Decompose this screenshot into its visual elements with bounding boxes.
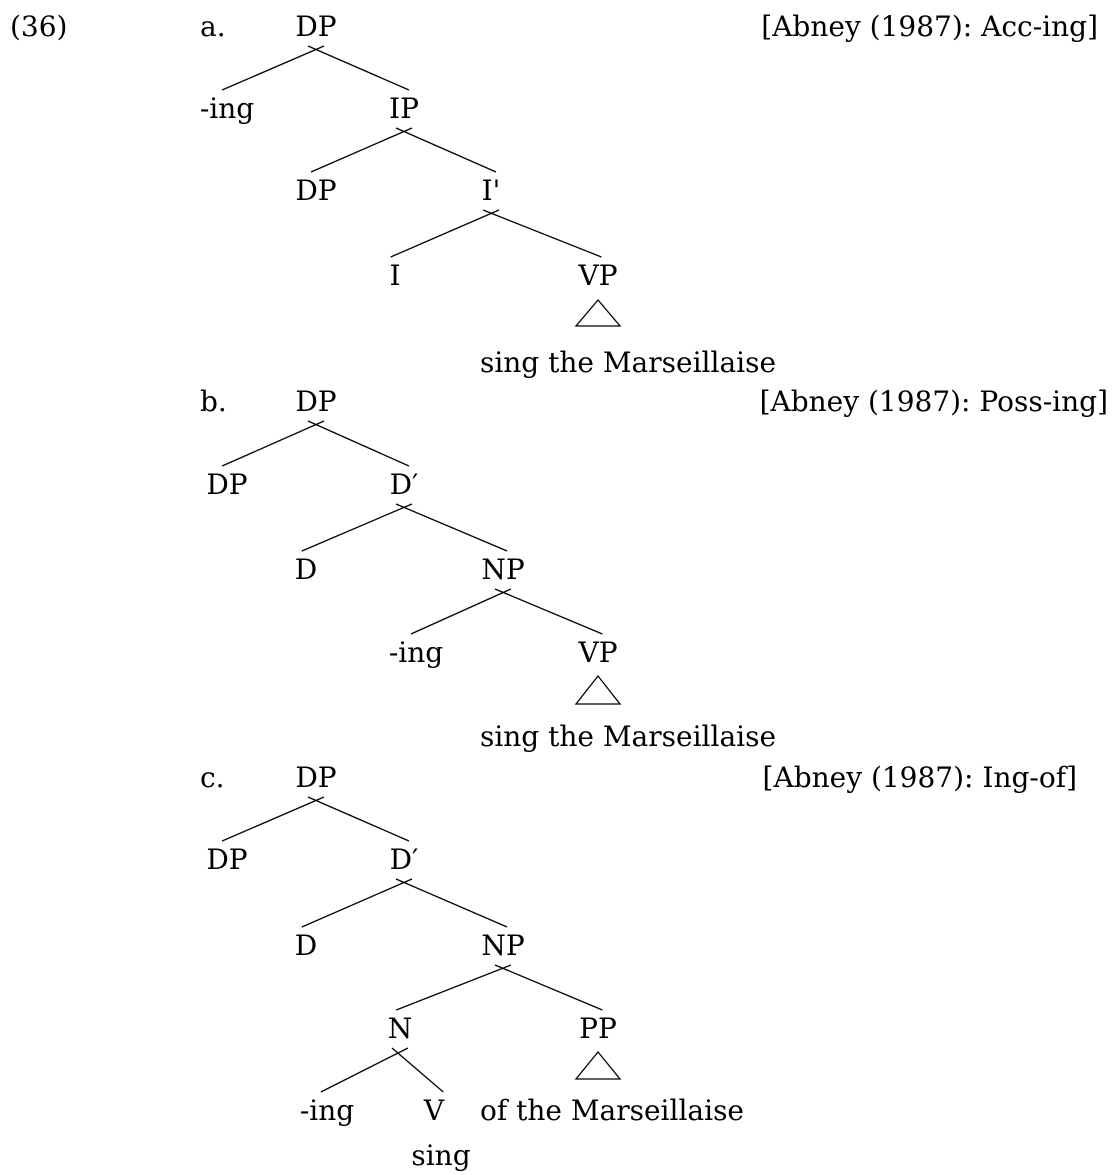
edge-ibar-i — [390, 209, 500, 258]
tree-a: a. [Abney (1987): Acc-ing] DP -ing IP DP I' I VP… — [200, 10, 1098, 379]
edge-n-v — [391, 1047, 444, 1093]
tree-node-np: NP — [481, 553, 524, 586]
edge-np-pp — [494, 964, 603, 1011]
edge-dbar-d — [301, 878, 413, 928]
edge-dp-dbar — [307, 420, 410, 467]
edge-dp-dbar — [307, 796, 410, 842]
edge-dbar-np — [395, 878, 508, 928]
tree-node-d: D — [295, 929, 317, 962]
edge-np-vp — [494, 588, 603, 635]
edge-dp-dp2 — [221, 796, 325, 842]
tree-node-vp: VP — [577, 259, 617, 292]
tree-b: b. [Abney (1987): Poss-ing] DP DP D′ D NP -ing V… — [200, 385, 1108, 753]
tree-node-yield: sing the Marseillaise — [480, 720, 776, 753]
tree-node-pp: PP — [579, 1012, 617, 1045]
triangle-vp — [574, 298, 622, 327]
tree-node-yield: of the Marseillaise — [480, 1094, 744, 1127]
edge-np-ing — [410, 588, 512, 635]
tree-node-d: D — [295, 553, 317, 586]
citation: [Abney (1987): Ing-of] — [763, 761, 1077, 794]
tree-node-sing: sing — [411, 1139, 470, 1172]
tree-node-vp: VP — [577, 636, 617, 669]
tree-node-yield: sing the Marseillaise — [480, 346, 776, 379]
citation: [Abney (1987): Acc-ing] — [761, 10, 1098, 43]
tree-node-np: NP — [481, 929, 524, 962]
edge-dp-ip — [307, 45, 410, 91]
tree-node-dbar: D′ — [390, 843, 419, 876]
tree-node-ibar: I' — [482, 174, 501, 207]
tree-node-ing: -ing — [200, 92, 254, 125]
tree-node-ip: IP — [389, 92, 419, 125]
triangle-vp — [574, 674, 622, 705]
citation: [Abney (1987): Poss-ing] — [760, 385, 1108, 418]
edge-dp-dp2 — [221, 420, 325, 467]
tree-node-dp2: DP — [206, 468, 247, 501]
tree-label: b. — [200, 385, 227, 418]
edge-dbar-d — [301, 503, 413, 552]
tree-label: c. — [200, 761, 225, 794]
edge-dbar-np — [395, 503, 508, 552]
example-number: (36) — [10, 10, 67, 43]
tree-node-dp: DP — [295, 761, 336, 794]
edge-np-n — [396, 964, 512, 1011]
tree-node-dbar: D′ — [390, 468, 419, 501]
triangle-pp — [574, 1050, 622, 1080]
tree-node-v: V — [423, 1094, 445, 1127]
edge-ip-dp2 — [310, 127, 413, 173]
edge-n-ing — [320, 1047, 409, 1093]
tree-node-ing: -ing — [389, 636, 443, 669]
tree-node-i: I — [389, 259, 400, 292]
tree-node-dp2: DP — [295, 174, 336, 207]
tree-c: c. [Abney (1987): Ing-of] DP DP D′ D NP N PP -ing… — [200, 761, 1077, 1172]
tree-node-dp2: DP — [206, 843, 247, 876]
tree-node-ing: -ing — [300, 1094, 354, 1127]
tree-label: a. — [200, 10, 226, 43]
edge-ibar-vp — [482, 209, 602, 258]
tree-node-dp: DP — [295, 385, 336, 418]
tree-node-n: N — [388, 1012, 413, 1045]
edge-ip-ibar — [395, 127, 497, 173]
edge-dp-ing — [221, 45, 325, 91]
tree-node-dp: DP — [295, 10, 336, 43]
